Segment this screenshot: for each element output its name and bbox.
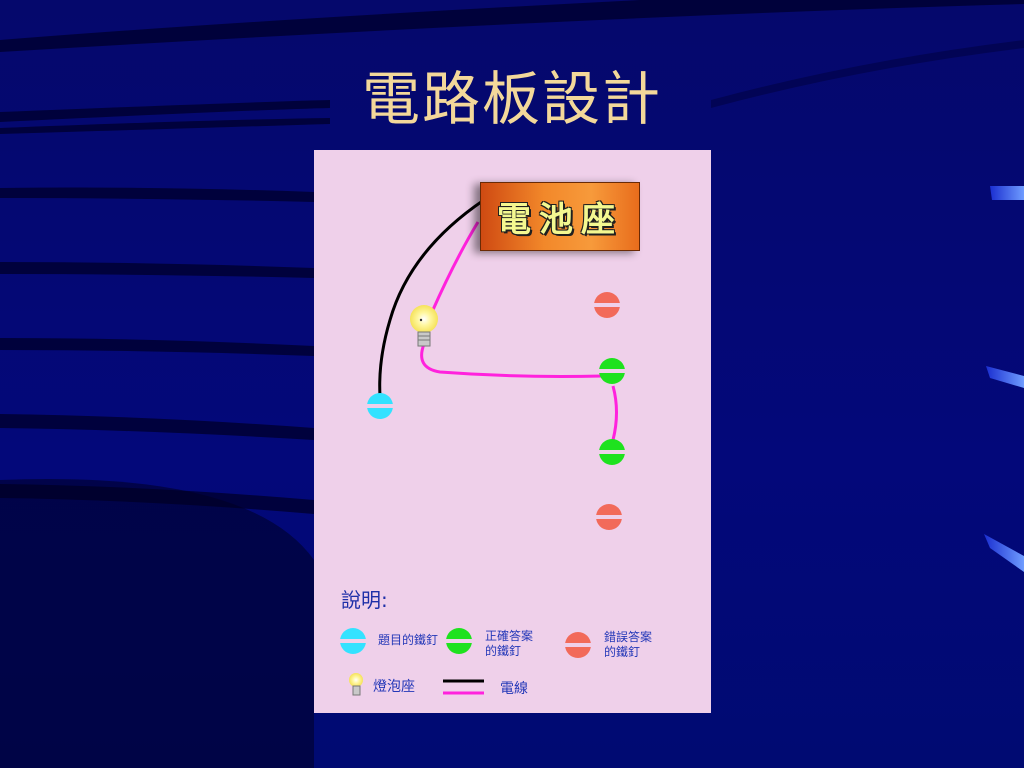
legend-correct-nail-label: 正確答案 的鐵釘 xyxy=(485,629,534,658)
legend-bulb-icon xyxy=(349,673,363,696)
battery-holder: 電池座 xyxy=(480,182,640,251)
magenta-wire-battery-bulb xyxy=(430,221,480,313)
wrong-nail-1 xyxy=(593,292,621,318)
magenta-wire-bulb-nail xyxy=(420,343,603,378)
legend-wire-label: 電線 xyxy=(500,681,528,697)
correct-nail-2 xyxy=(598,439,626,465)
legend-bulb-label: 燈泡座 xyxy=(373,679,415,695)
background-dark-sweep xyxy=(0,479,314,768)
legend-wire-icon xyxy=(443,679,484,695)
accent-marks xyxy=(984,186,1024,572)
legend-wrong-nail-label: 錯誤答案 的鐵釘 xyxy=(604,630,653,659)
legend-heading: 說明: xyxy=(341,588,388,612)
legend-question-nail-label: 題目的鐵釘 xyxy=(378,633,439,647)
bulb-socket xyxy=(410,305,438,347)
legend-correct-nail-icon xyxy=(445,628,473,654)
slide-title: 電路板設計 xyxy=(361,65,662,133)
wrong-nail-2 xyxy=(595,504,623,530)
legend-question-nail-icon xyxy=(339,628,367,654)
magenta-wire-nail-nail xyxy=(611,385,618,441)
legend-wrong-nail-icon xyxy=(564,632,592,658)
question-nail xyxy=(366,393,394,419)
battery-label: 電池座 xyxy=(497,200,623,240)
correct-nail-1 xyxy=(598,358,626,384)
black-wire xyxy=(378,198,485,397)
